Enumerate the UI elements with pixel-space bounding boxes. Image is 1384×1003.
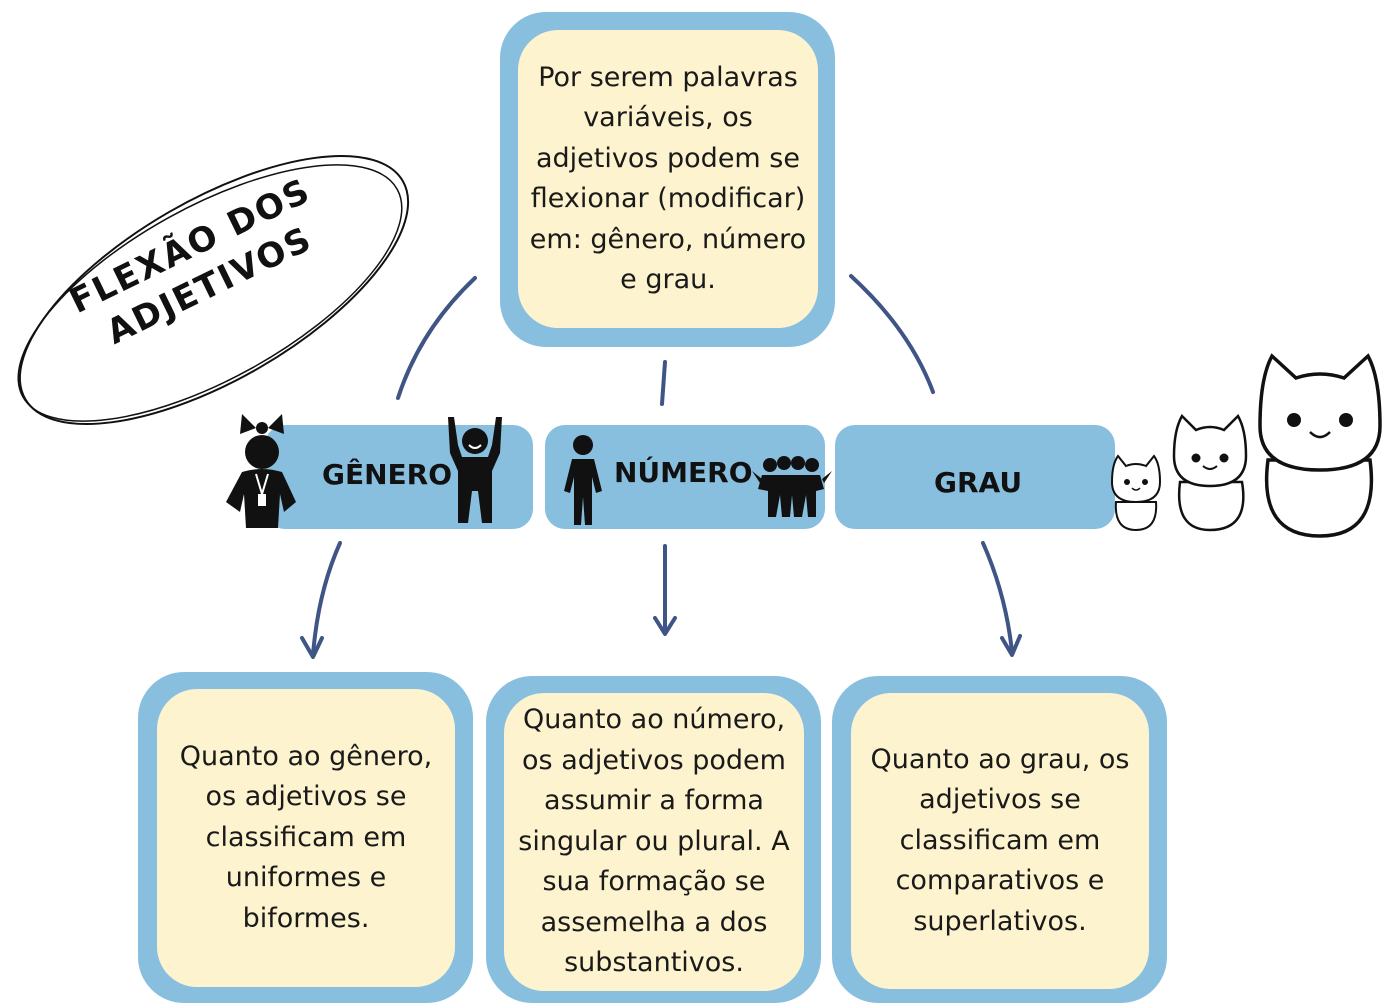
detail-text-grau: Quanto ao grau, os adjetivos se classifi…	[870, 743, 1130, 937]
group-icon	[752, 456, 832, 517]
category-label-numero: NÚMERO	[614, 456, 753, 489]
detail-text-genero: Quanto ao gênero, os adjetivos se classi…	[179, 740, 433, 934]
category-label-genero: GÊNERO	[322, 458, 453, 491]
detail-box-numero: Quanto ao número, os adjetivos podem ass…	[504, 693, 804, 991]
kitten-medium-icon	[1172, 413, 1248, 532]
person-icon	[564, 435, 602, 525]
diagram-title: FLEXÃO DOS ADJETIVOS	[55, 165, 345, 367]
cat-large-icon	[1258, 353, 1382, 538]
boy-icon	[448, 417, 502, 523]
detail-box-grau: Quanto ao grau, os adjetivos se classifi…	[851, 693, 1149, 989]
arrow-grau	[981, 541, 1014, 654]
arrowhead-genero	[300, 636, 324, 659]
connector-top-right	[849, 274, 935, 394]
detail-text-numero: Quanto ao número, os adjetivos podem ass…	[518, 704, 790, 979]
arrow-genero	[311, 541, 342, 657]
kitten-small-icon	[1110, 454, 1162, 532]
arrowhead-numero	[653, 616, 677, 636]
girl-icon	[226, 414, 296, 528]
tab-grau	[835, 425, 1115, 529]
detail-box-genero: Quanto ao gênero, os adjetivos se classi…	[157, 689, 455, 987]
connector-top-center	[660, 360, 667, 406]
arrowhead-grau	[1000, 634, 1022, 657]
connector-top-left	[396, 276, 477, 400]
category-label-grau: GRAU	[934, 466, 1023, 499]
intro-box: Por serem palavras variáveis, os adjetiv…	[518, 30, 818, 328]
intro-text: Por serem palavras variáveis, os adjetiv…	[529, 61, 807, 296]
